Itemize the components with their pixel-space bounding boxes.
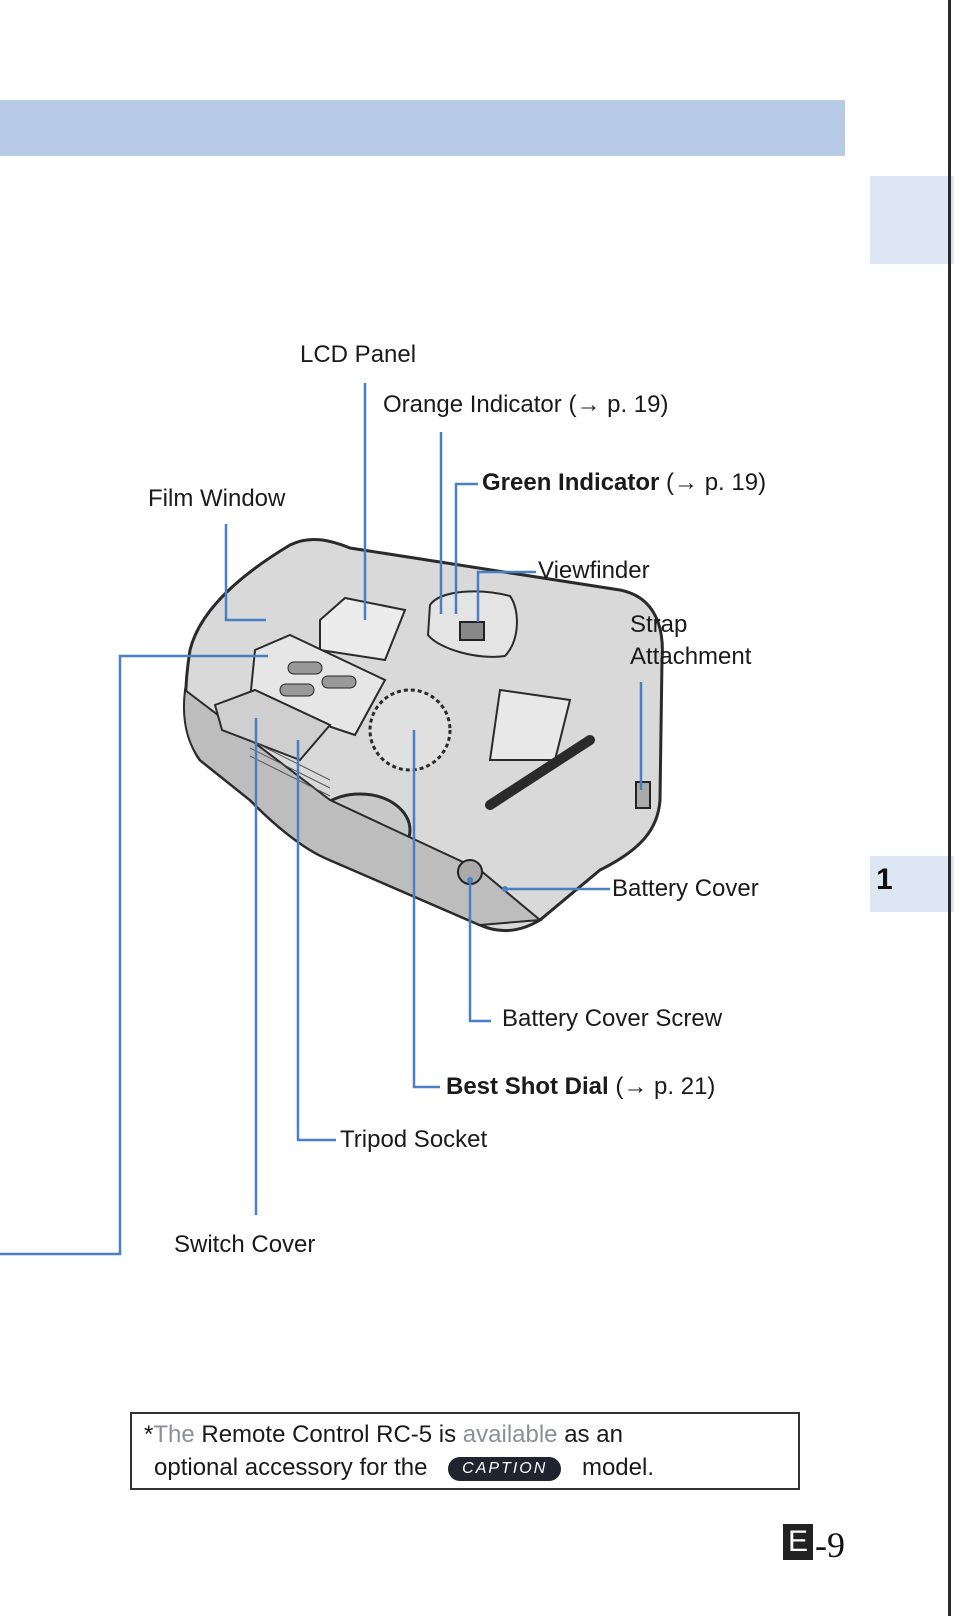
note-line2-suffix: model. (582, 1454, 654, 1481)
lcd-panel-label: LCD Panel (300, 340, 416, 370)
orange-indicator-text: Orange Indicator (383, 391, 562, 418)
green-indicator-label: Green Indicator (→ p. 19) (482, 468, 766, 498)
orange-indicator-page-ref: (→ p. 19) (568, 391, 668, 418)
page-prefix-badge: E (783, 1524, 813, 1560)
strap-attachment-label-line2: Attachment (630, 642, 751, 672)
viewfinder-label: Viewfinder (538, 556, 650, 586)
note-as-an: as an (564, 1421, 623, 1448)
note-the: The (153, 1421, 194, 1448)
page-number-value: -9 (815, 1525, 845, 1565)
strap-attachment-label-line1: Strap (630, 610, 687, 640)
note-remote-text: Remote Control RC-5 is (201, 1421, 456, 1448)
note-asterisk: * (144, 1421, 153, 1448)
tripod-socket-label: Tripod Socket (340, 1125, 487, 1155)
page-number: E-9 (783, 1524, 845, 1566)
battery-cover-label: Battery Cover (612, 874, 759, 904)
battery-cover-screw-label: Battery Cover Screw (502, 1004, 722, 1034)
film-window-label: Film Window (148, 484, 285, 514)
remote-control-note: *The Remote Control RC-5 is available as… (130, 1412, 800, 1490)
best-shot-dial-page-ref: (→ p. 21) (615, 1073, 715, 1100)
note-available: available (463, 1421, 558, 1448)
green-indicator-page-ref: (→ p. 19) (666, 469, 766, 496)
note-line-2: optional accessory for the CAPTION model… (144, 1451, 788, 1484)
note-line-1: *The Remote Control RC-5 is available as… (144, 1418, 788, 1451)
best-shot-dial-text: Best Shot Dial (446, 1073, 609, 1100)
note-line2-prefix: optional accessory for the (154, 1454, 427, 1481)
green-indicator-text: Green Indicator (482, 469, 659, 496)
orange-indicator-label: Orange Indicator (→ p. 19) (383, 390, 668, 420)
switch-cover-label: Switch Cover (174, 1230, 315, 1260)
caption-model-badge: CAPTION (448, 1457, 561, 1481)
best-shot-dial-label: Best Shot Dial (→ p. 21) (446, 1072, 715, 1102)
